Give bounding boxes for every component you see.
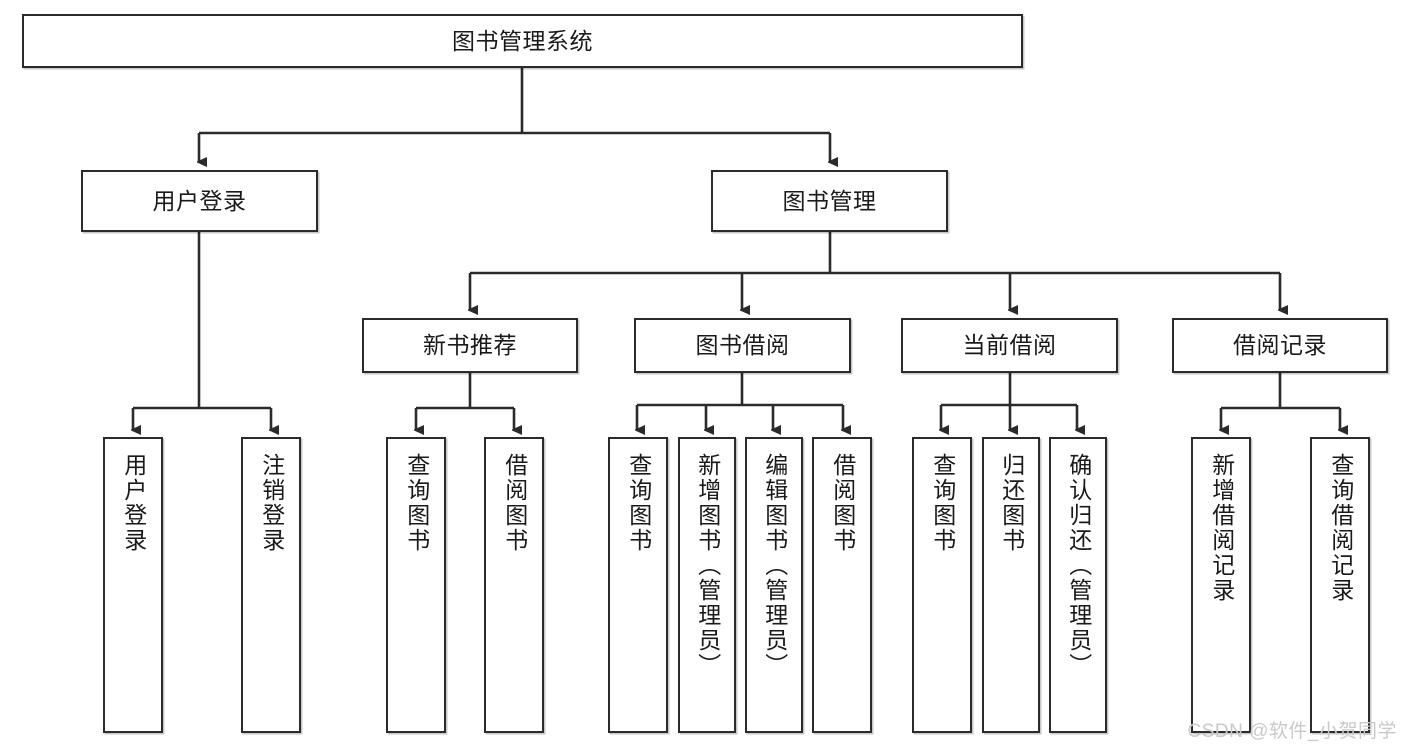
- leaf-book-borrow-query[interactable]: 查询图书: [608, 437, 668, 733]
- leaf-book-borrow-lend[interactable]: 借阅图书: [812, 437, 872, 733]
- node-label: 新增图书（管理员）: [694, 453, 721, 678]
- node-label: 查询图书: [929, 453, 956, 553]
- node-label: 编辑图书（管理员）: [761, 453, 788, 678]
- node-label: 用户登录: [152, 187, 247, 214]
- node-label: 查询图书: [625, 453, 652, 553]
- node-label: 查询图书: [403, 453, 430, 553]
- leaf-borrow-record-add[interactable]: 新增借阅记录: [1191, 437, 1251, 733]
- leaf-borrow-record-query[interactable]: 查询借阅记录: [1310, 437, 1370, 733]
- node-label: 借阅记录: [1233, 332, 1327, 359]
- node-borrow-record[interactable]: 借阅记录: [1172, 318, 1388, 373]
- leaf-user-login-logout[interactable]: 注销登录: [241, 437, 301, 733]
- node-label: 确认归还（管理员）: [1065, 453, 1092, 678]
- node-label: 借阅图书: [829, 453, 856, 553]
- node-label: 借阅图书: [501, 453, 528, 553]
- node-label: 查询借阅记录: [1327, 453, 1354, 603]
- leaf-current-borrow-confirm[interactable]: 确认归还（管理员）: [1049, 437, 1107, 733]
- leaf-new-book-query[interactable]: 查询图书: [386, 437, 446, 733]
- leaf-user-login-login[interactable]: 用户登录: [103, 437, 163, 733]
- node-label: 用户登录: [120, 453, 147, 553]
- node-label: 图书管理系统: [452, 27, 593, 54]
- node-label: 注销登录: [258, 453, 285, 553]
- node-label: 归还图书: [998, 453, 1025, 553]
- node-label: 新增借阅记录: [1208, 453, 1235, 603]
- node-label: 图书借阅: [695, 332, 790, 359]
- leaf-current-borrow-query[interactable]: 查询图书: [912, 437, 972, 733]
- node-label: 图书管理: [782, 187, 877, 214]
- node-current-borrow[interactable]: 当前借阅: [901, 318, 1118, 373]
- leaf-new-book-borrow[interactable]: 借阅图书: [484, 437, 544, 733]
- node-new-book-recommend[interactable]: 新书推荐: [362, 318, 578, 373]
- node-book-borrow[interactable]: 图书借阅: [634, 318, 851, 373]
- leaf-book-borrow-add[interactable]: 新增图书（管理员）: [678, 437, 736, 733]
- node-user-login[interactable]: 用户登录: [81, 170, 318, 232]
- leaf-book-borrow-edit[interactable]: 编辑图书（管理员）: [745, 437, 803, 733]
- node-root-system[interactable]: 图书管理系统: [22, 14, 1023, 68]
- node-book-management[interactable]: 图书管理: [711, 170, 948, 232]
- leaf-current-borrow-return[interactable]: 归还图书: [982, 437, 1040, 733]
- node-label: 新书推荐: [423, 332, 517, 359]
- node-label: 当前借阅: [962, 332, 1057, 359]
